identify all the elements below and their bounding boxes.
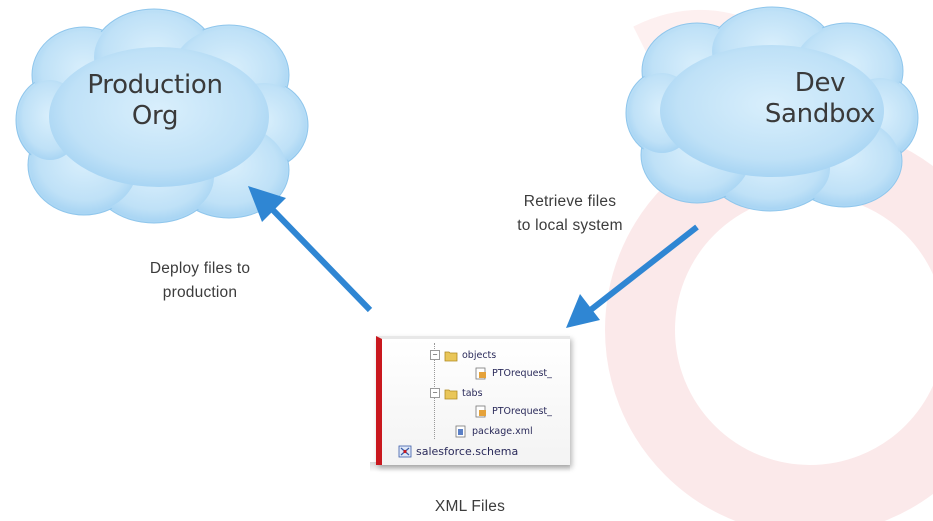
xml-file-icon [474,405,488,418]
xml-file-icon [454,425,468,438]
schema-icon [398,445,412,458]
tree-label-objects: objects [462,349,497,361]
panel-shadow-base [370,462,570,472]
retrieve-arrow [566,224,699,328]
folder-icon [444,387,458,400]
xml-files-caption: XML Files [434,498,506,515]
dev-label-line1: Dev [794,68,846,98]
retrieve-caption-line2: to local system [517,217,623,234]
tree-row-tab-file[interactable]: PTOrequest_ [474,403,552,419]
production-cloud [15,8,309,224]
dev-sandbox-label: Dev Sandbox [735,68,905,130]
minus-box-icon[interactable]: − [430,388,440,398]
folder-icon [444,349,458,362]
production-label-line1: Production [87,70,223,100]
tree-row-tabs[interactable]: − tabs [430,385,483,401]
tree-label-tab-file: PTOrequest_ [492,405,552,417]
deploy-arrow [248,186,373,313]
tree-label-package: package.xml [472,425,533,437]
deploy-caption-line2: production [162,284,238,301]
dev-sandbox-cloud [625,6,919,212]
tree-label-tabs: tabs [462,387,483,399]
tree-row-package[interactable]: package.xml [454,423,533,439]
minus-box-icon[interactable]: − [430,350,440,360]
tree-label-schema: salesforce.schema [416,444,519,458]
xml-file-tree-panel: − objects PTOrequest_ − tabs PTOrequest_… [376,336,570,465]
tree-row-objects[interactable]: − objects [430,347,496,363]
tree-row-object-file[interactable]: PTOrequest_ [474,365,552,381]
tree-label-object-file: PTOrequest_ [492,367,552,379]
xml-file-icon [474,367,488,380]
dev-label-line2: Sandbox [764,99,876,129]
deploy-caption-line1: Deploy files to [149,260,251,277]
retrieve-caption-line1: Retrieve files [523,193,617,210]
production-org-label: Production Org [70,70,240,132]
tree-row-schema[interactable]: salesforce.schema [398,443,518,459]
production-label-line2: Org [131,101,179,131]
retrieve-caption: Retrieve files to local system [480,190,660,238]
deploy-caption: Deploy files to production [110,257,290,305]
